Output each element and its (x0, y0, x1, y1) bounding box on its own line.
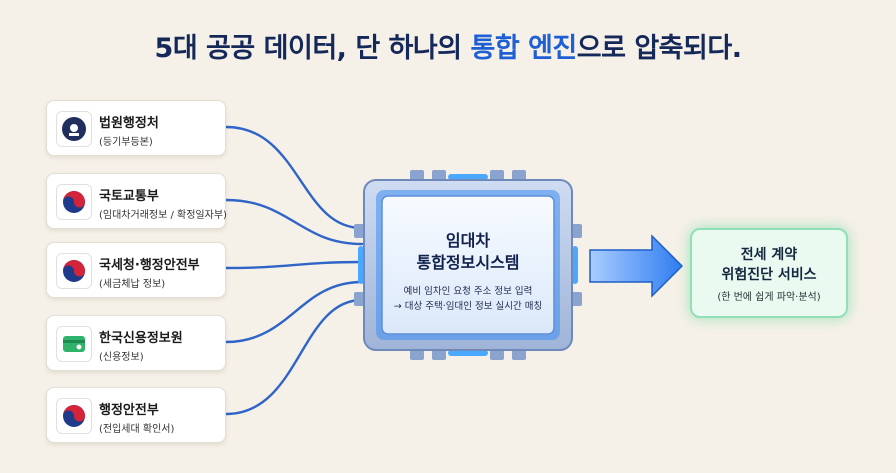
source-sub: (전입세대 확인서) (99, 424, 175, 435)
credit-card-icon (56, 326, 92, 362)
source-name: 국세청·행정안전부 (99, 258, 200, 273)
connector-1 (224, 125, 364, 230)
source-name: 국토교통부 (99, 189, 159, 204)
taegeuk-icon (56, 398, 92, 434)
taegeuk-icon (56, 184, 92, 220)
result-line1: 전세 계약 (740, 247, 798, 263)
engine-desc-line1: 예비 임차인 요청 주소 정보 입력 (403, 286, 533, 297)
title-highlight: 통합 엔진 (470, 33, 577, 64)
source-sub: (신용정보) (99, 352, 144, 363)
title-text-2: 으로 압축되다. (576, 33, 742, 64)
title-text-1: 5대 공공 데이터, 단 하나의 (154, 33, 471, 64)
engine-title-line1: 임대차 (445, 231, 491, 250)
taegeuk-icon (56, 253, 92, 289)
connector-4 (224, 280, 364, 344)
connector-2 (224, 198, 364, 246)
source-card-molit: 국토교통부 (임대차거래정보 / 확정일자부) (46, 173, 227, 229)
result-line2: 위험진단 서비스 (721, 267, 817, 283)
result-card: 전세 계약 위험진단 서비스 (한 번에 쉽게 파악·분석) (690, 228, 848, 318)
source-card-nts: 국세청·행정안전부 (세금체납 정보) (46, 242, 226, 298)
engine-description: 예비 임차인 요청 주소 정보 입력 → 대상 주택·임대인 정보 실시간 매칭 (352, 284, 584, 314)
connector-3 (224, 260, 364, 270)
source-name: 한국신용정보원 (99, 331, 183, 346)
page-title: 5대 공공 데이터, 단 하나의 통합 엔진으로 압축되다. (0, 26, 896, 65)
integration-engine-chip: 임대차 통합정보시스템 예비 임차인 요청 주소 정보 입력 → 대상 주택·임… (352, 168, 584, 362)
connector-5 (224, 298, 364, 416)
engine-title: 임대차 통합정보시스템 (352, 230, 584, 274)
source-name: 행정안전부 (99, 403, 159, 418)
source-card-kcredit: 한국신용정보원 (신용정보) (46, 315, 226, 371)
source-name: 법원행정처 (99, 116, 159, 131)
source-sub: (임대차거래정보 / 확정일자부) (99, 210, 227, 221)
flow-arrow (589, 234, 684, 298)
chip-graphic (354, 170, 582, 360)
engine-title-line2: 통합정보시스템 (416, 253, 520, 272)
source-card-court: 법원행정처 (등기부등본) (46, 100, 226, 156)
source-card-mois: 행정안전부 (전입세대 확인서) (46, 387, 226, 443)
result-line3: (한 번에 쉽게 파악·분석) (717, 292, 821, 303)
court-emblem-icon (56, 111, 92, 147)
source-sub: (등기부등본) (99, 137, 153, 148)
engine-desc-line2: → 대상 주택·임대인 정보 실시간 매칭 (393, 301, 543, 312)
source-sub: (세금체납 정보) (99, 279, 166, 290)
